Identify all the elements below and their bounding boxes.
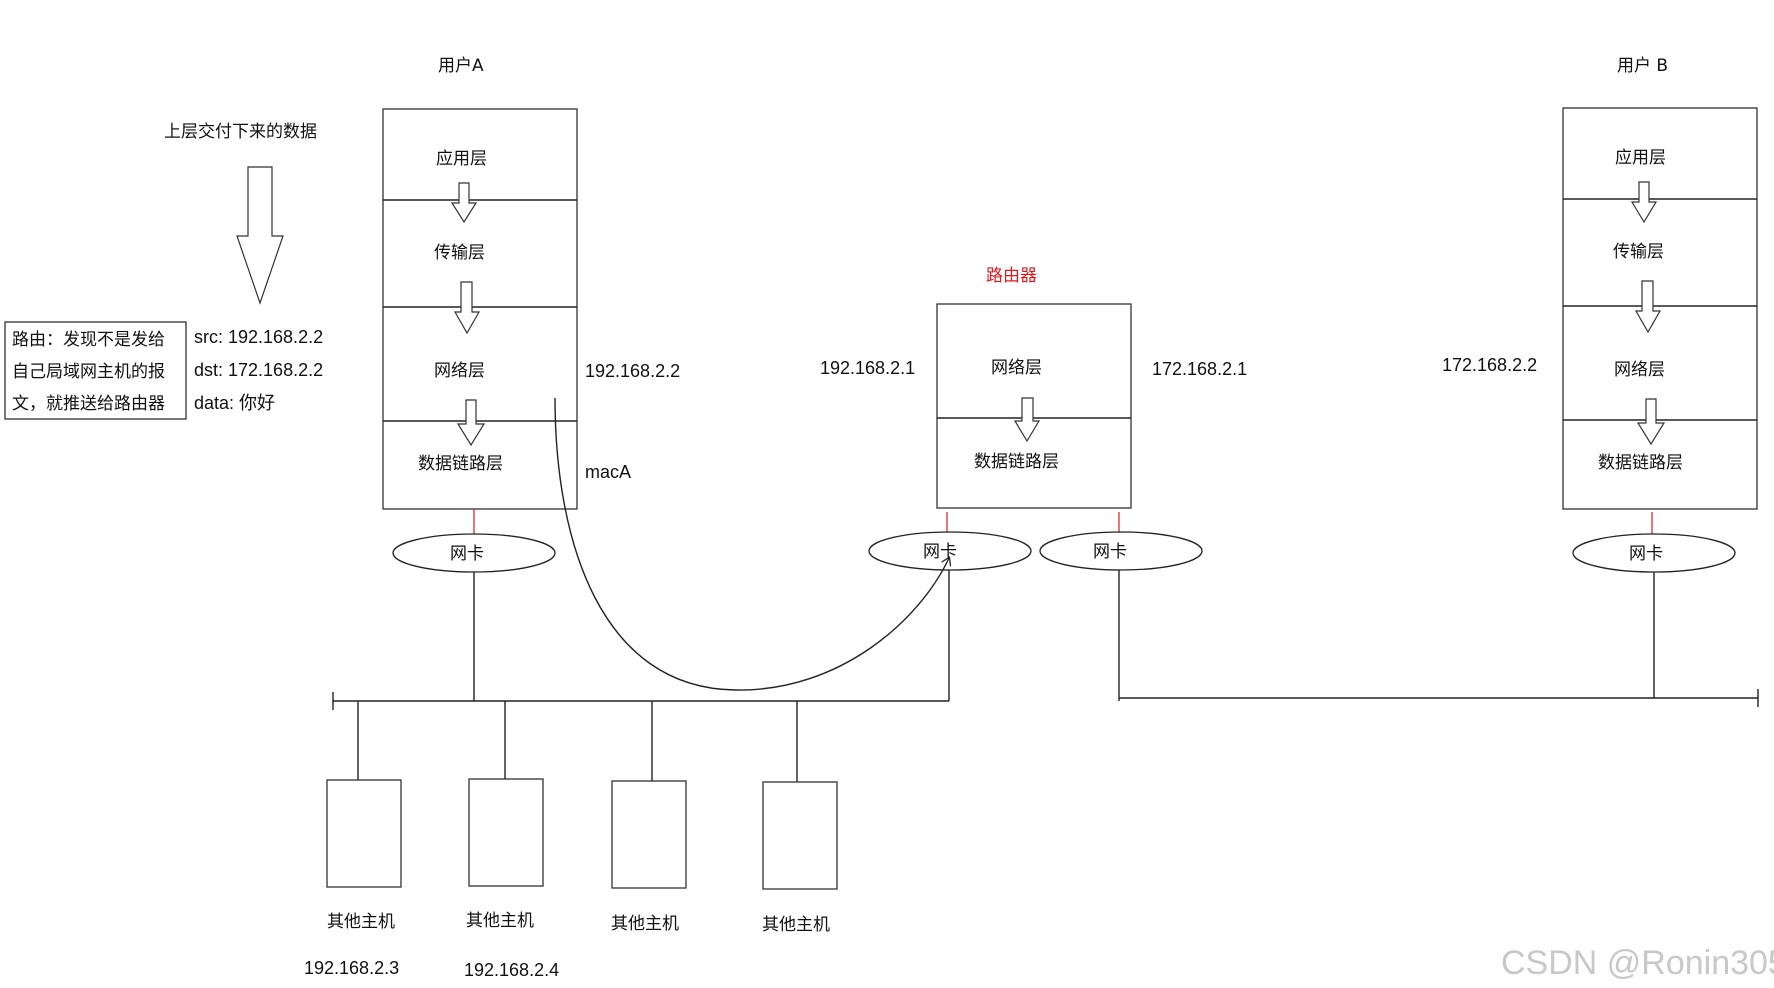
- host-b-layer-transport: 传输层: [1613, 242, 1664, 262]
- routing-note-line-1: 路由：发现不是发给: [12, 330, 165, 350]
- other-host-4-label: 其他主机: [762, 915, 830, 935]
- router-box: [936, 303, 1132, 509]
- host-b-ip: 172.168.2.2: [1442, 355, 1537, 375]
- host-a-ip: 192.168.2.2: [585, 361, 680, 381]
- packet-src: src: 192.168.2.2: [194, 327, 323, 347]
- down-arrow-icon: [1013, 397, 1041, 443]
- packet-data: data: 你好: [194, 393, 275, 413]
- other-host-3-label: 其他主机: [611, 914, 679, 934]
- router-layer-network: 网络层: [991, 358, 1042, 378]
- host-a-layer-datalink: 数据链路层: [418, 454, 503, 474]
- host-a-layer-transport: 传输层: [434, 243, 485, 263]
- router-ip-left: 192.168.2.1: [820, 358, 915, 378]
- host-a-mac: macA: [585, 462, 631, 482]
- host-a-title: 用户A: [438, 56, 484, 76]
- down-arrow-icon: [1630, 181, 1658, 224]
- down-arrow-icon: [1634, 280, 1662, 334]
- host-a-stack: [382, 108, 578, 510]
- other-host-2-ip: 192.168.2.4: [464, 960, 559, 980]
- host-b-stack: [1562, 107, 1758, 510]
- packet-dst: dst: 172.168.2.2: [194, 360, 323, 380]
- host-a-layer-network: 网络层: [434, 361, 485, 381]
- host-b-title: 用户 B: [1617, 56, 1668, 76]
- down-arrow-icon: [456, 399, 486, 447]
- host-b-layer-datalink: 数据链路层: [1598, 453, 1683, 473]
- router-nic-right-label: 网卡: [1093, 542, 1127, 562]
- down-arrow-icon: [453, 281, 481, 335]
- packet-path-arrow: [554, 397, 949, 691]
- other-host-2-label: 其他主机: [466, 911, 534, 931]
- down-arrow-icon: [450, 182, 478, 224]
- host-b-layer-network: 网络层: [1614, 360, 1665, 380]
- other-host-1-box: [326, 779, 402, 888]
- down-arrow-icon: [1636, 398, 1666, 446]
- router-nic-left: [868, 531, 1032, 571]
- router-layer-datalink: 数据链路层: [974, 452, 1059, 472]
- host-b-nic-label: 网卡: [1629, 544, 1663, 564]
- big-down-arrow-icon: [236, 166, 284, 305]
- routing-note-line-2: 自己局域网主机的报: [12, 362, 165, 382]
- router-nic-left-label: 网卡: [923, 542, 957, 562]
- host-b-layer-application: 应用层: [1615, 148, 1666, 168]
- router-title: 路由器: [986, 266, 1037, 286]
- routing-note-box: [4, 321, 187, 420]
- top-data-label: 上层交付下来的数据: [164, 122, 317, 142]
- router-ip-right: 172.168.2.1: [1152, 359, 1247, 379]
- other-host-1-label: 其他主机: [327, 912, 395, 932]
- host-a-layer-application: 应用层: [436, 149, 487, 169]
- host-a-nic-label: 网卡: [450, 544, 484, 564]
- other-host-3-box: [611, 780, 687, 889]
- router-nic-right: [1039, 531, 1203, 571]
- other-host-1-ip: 192.168.2.3: [304, 958, 399, 978]
- watermark: CSDN @Ronin305: [1501, 944, 1774, 982]
- other-host-4-box: [762, 781, 838, 890]
- other-host-2-box: [468, 778, 544, 887]
- routing-note-line-3: 文，就推送给路由器: [12, 394, 165, 414]
